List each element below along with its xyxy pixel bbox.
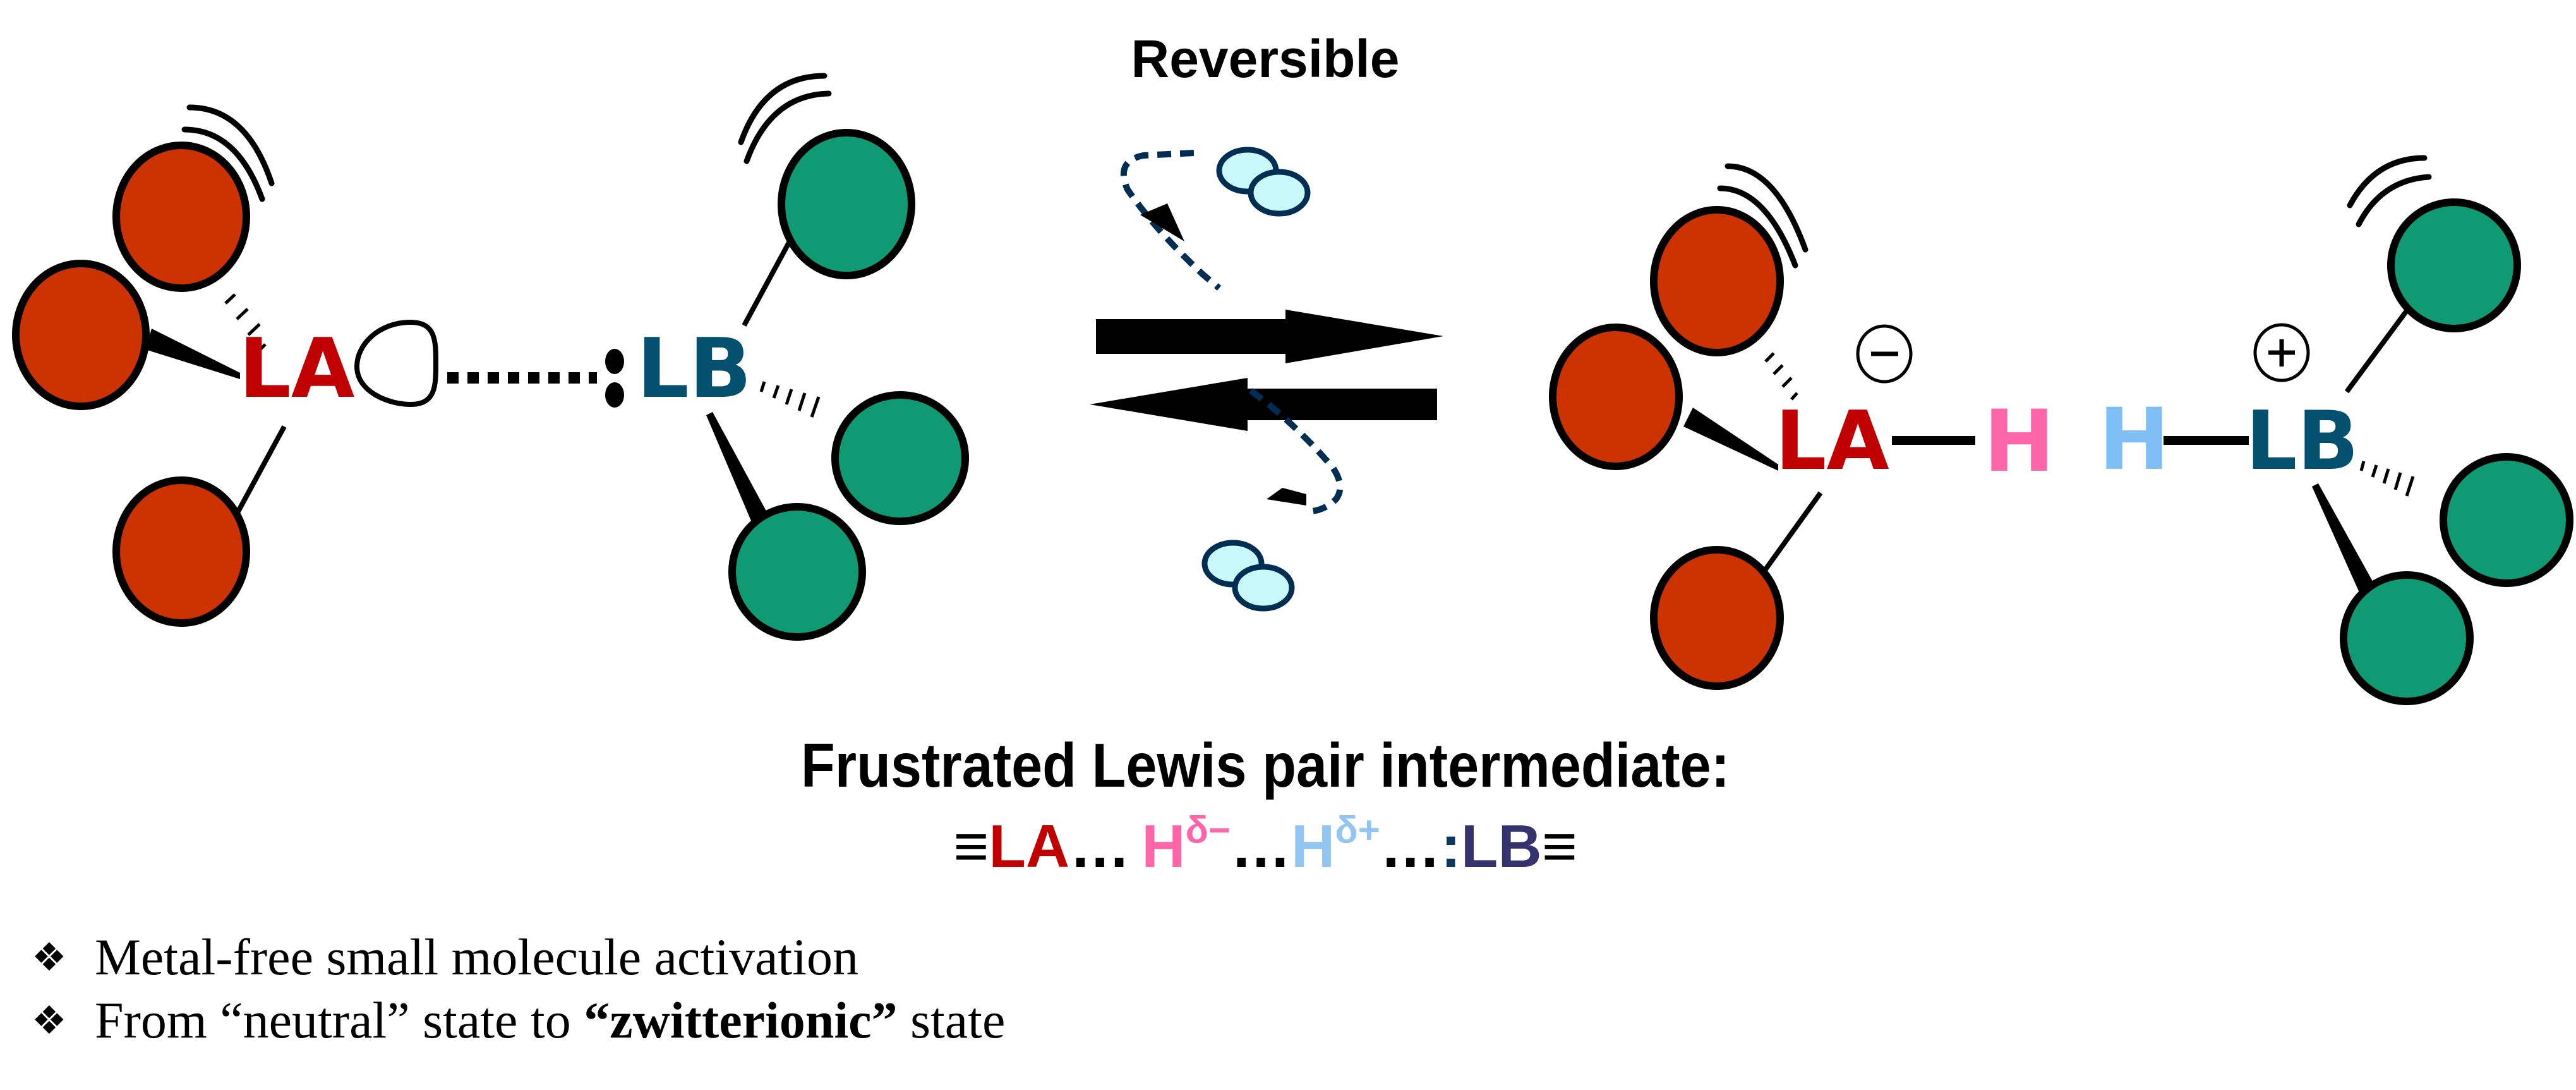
empty-orbital-icon <box>354 319 439 408</box>
diamond-bullet-icon: ❖ <box>32 997 67 1043</box>
formula-proton: H <box>1291 813 1335 880</box>
la-plain-bond <box>1760 491 1823 576</box>
formula-dots-3: … <box>1380 813 1441 880</box>
right-lewis-base-proton: H LB <box>2098 155 2573 705</box>
reverse-arrow <box>1090 378 1437 431</box>
formula-la: LA <box>989 813 1069 880</box>
base-substituent-bottom <box>2340 571 2474 705</box>
bullet-item: ❖ From “neutral” state to “zwitterionic”… <box>32 989 1005 1052</box>
hydride-h-label: H <box>1983 392 2055 491</box>
formula-dots-1: … <box>1069 813 1130 880</box>
proton-h-label: H <box>2098 390 2170 489</box>
steric-arc-icon <box>738 73 832 164</box>
acid-substituent-left <box>12 260 150 410</box>
bullet-text-bold: “zwitterionic” <box>584 991 898 1049</box>
lb-hashed-bond <box>759 381 821 418</box>
bullet-text-pre: From “neutral” state to <box>95 991 584 1049</box>
lb-hashed-bond <box>2359 461 2415 497</box>
base-substituent-top <box>2387 198 2521 332</box>
la-label: LA <box>239 320 354 416</box>
la-hashed-bond <box>224 293 267 352</box>
left-lewis-base: LB <box>637 73 969 641</box>
curved-arrowhead-bottom <box>1267 488 1306 506</box>
h2-atom <box>1232 564 1295 612</box>
formula-delta-minus: δ− <box>1186 809 1231 851</box>
lb-plain-bond <box>2344 305 2412 394</box>
acid-substituent-left <box>1549 324 1683 470</box>
la-wedge-bond <box>145 329 240 379</box>
acid-substituent-top <box>1650 206 1784 356</box>
lone-pair-dot-top <box>605 349 624 374</box>
base-substituent-right <box>831 391 969 525</box>
lb-wedge-bond <box>706 412 777 537</box>
h2-cycle <box>1120 147 1344 612</box>
intermediate-formula: ≡LA…Hδ−…Hδ+…:LB≡ <box>953 809 1577 880</box>
steric-arc-icon <box>1717 163 1809 269</box>
la-wedge-bond <box>1683 408 1778 471</box>
dashed-path-top <box>1120 150 1222 291</box>
bullet-text-post: state <box>897 991 1006 1049</box>
bullet-text: Metal-free small molecule activation <box>95 928 858 986</box>
h2-atom <box>1248 169 1311 217</box>
formula-prefix: ≡ <box>953 813 989 880</box>
diamond-bullet-icon: ❖ <box>32 934 67 980</box>
formula-delta-plus: δ+ <box>1335 809 1380 851</box>
bullet-list: ❖ Metal-free small molecule activation ❖… <box>32 926 1005 1052</box>
steric-arc-icon <box>181 104 275 202</box>
steric-arc-icon <box>2347 155 2432 227</box>
formula-dots-2: … <box>1231 813 1291 880</box>
lone-pair-dot-bottom <box>605 382 624 408</box>
lb-label: LB <box>2246 394 2359 488</box>
formula-colon: : <box>1441 813 1461 880</box>
formula-lb: LB <box>1461 813 1542 880</box>
base-substituent-top <box>778 129 915 279</box>
la-label: LA <box>1775 394 1889 488</box>
bullet-item: ❖ Metal-free small molecule activation <box>32 926 1005 989</box>
acid-substituent-bottom <box>1650 546 1784 690</box>
lb-label: LB <box>637 320 752 416</box>
intermediate-heading: Frustrated Lewis pair intermediate: <box>801 731 1730 800</box>
base-substituent-bottom <box>728 503 866 641</box>
formula-suffix: ≡ <box>1542 813 1577 880</box>
right-lewis-acid-hydride: LA H <box>1549 163 2055 690</box>
forward-arrow <box>1096 310 1443 363</box>
dashed-path-bottom <box>1249 387 1344 515</box>
left-lewis-acid: LA <box>12 104 624 627</box>
acid-substituent-top <box>112 142 250 292</box>
la-hashed-bond <box>1764 352 1798 401</box>
lb-wedge-bond <box>2312 483 2381 607</box>
equilibrium-arrows <box>1090 310 1443 431</box>
acid-substituent-bottom <box>112 476 250 627</box>
curved-arrowhead-top <box>1140 203 1184 241</box>
base-substituent-right <box>2440 453 2573 587</box>
formula-hydride: H <box>1141 813 1185 880</box>
title-reversible: Reversible <box>1131 29 1400 88</box>
